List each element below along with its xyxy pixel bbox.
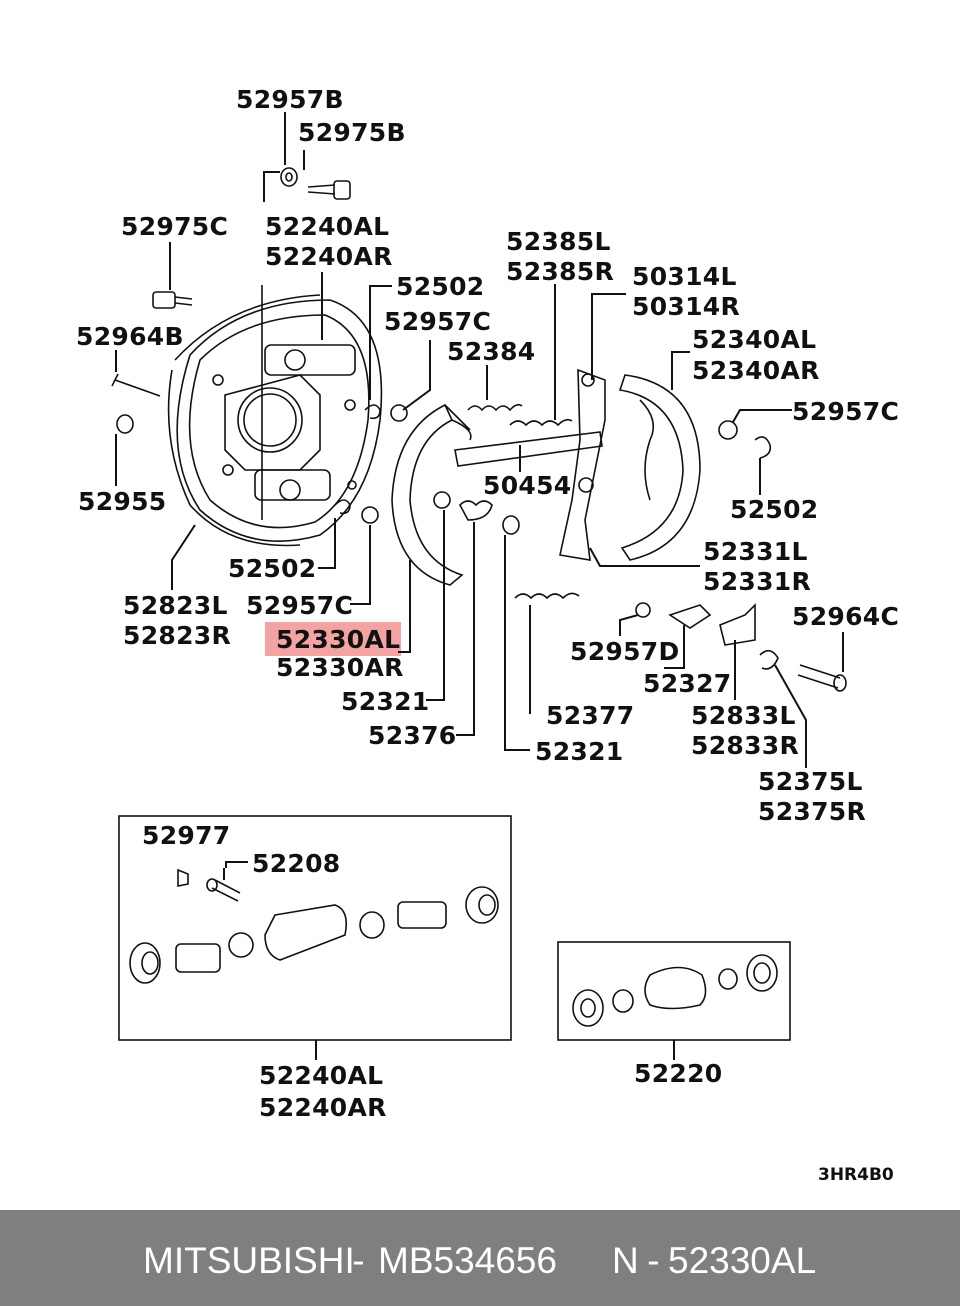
footer-brand: MITSUBISHI xyxy=(143,1240,355,1281)
label-50314R[interactable]: 50314R xyxy=(632,292,740,321)
label-52385R[interactable]: 52385R xyxy=(506,257,614,286)
footer-prefix: N xyxy=(612,1240,639,1281)
label-52957C-right[interactable]: 52957C xyxy=(792,397,899,426)
label-50314L[interactable]: 50314L xyxy=(632,262,737,291)
label-52240AL-bottom[interactable]: 52240AL xyxy=(259,1061,383,1090)
label-52240AL-top[interactable]: 52240AL xyxy=(265,212,389,241)
label-52975B[interactable]: 52975B xyxy=(298,118,406,147)
label-52377[interactable]: 52377 xyxy=(546,701,634,730)
repair-kit-box xyxy=(557,941,791,1060)
label-52975C[interactable]: 52975C xyxy=(121,212,228,241)
footer-ref: 52330AL xyxy=(668,1240,817,1281)
label-52340AL[interactable]: 52340AL xyxy=(692,325,816,354)
label-52330AL-selected[interactable]: 52330AL xyxy=(276,625,400,654)
brake-shoe-left-drawing xyxy=(334,403,472,586)
label-52376[interactable]: 52376 xyxy=(368,721,456,750)
label-52375L[interactable]: 52375L xyxy=(758,767,863,796)
backing-plate-drawing xyxy=(167,285,383,547)
label-52957B[interactable]: 52957B xyxy=(236,85,344,114)
label-52331R[interactable]: 52331R xyxy=(703,567,811,596)
springs-and-adjuster xyxy=(433,403,603,600)
label-52330AR[interactable]: 52330AR xyxy=(276,653,404,682)
label-52375R[interactable]: 52375R xyxy=(758,797,866,826)
diagram-code: 3HR4B0 xyxy=(818,1165,894,1185)
label-52502-top[interactable]: 52502 xyxy=(396,272,484,301)
parts-diagram: 52957B 52975B 52975C 52240AL 52240AR 525… xyxy=(76,85,899,1185)
label-52957C-mid[interactable]: 52957C xyxy=(384,307,491,336)
lever-and-brake-shoe-right xyxy=(559,368,772,561)
label-52321-right[interactable]: 52321 xyxy=(535,737,623,766)
label-52208[interactable]: 52208 xyxy=(252,849,340,878)
label-52964C[interactable]: 52964C xyxy=(792,602,899,631)
label-52502-bottom[interactable]: 52502 xyxy=(228,554,316,583)
label-52964B[interactable]: 52964B xyxy=(76,322,184,351)
wheel-cylinder-assembly-box xyxy=(118,815,512,1060)
label-52977[interactable]: 52977 xyxy=(142,821,230,850)
label-52957D[interactable]: 52957D xyxy=(570,637,680,666)
selected-part-highlight xyxy=(265,622,401,656)
label-52833R[interactable]: 52833R xyxy=(691,731,799,760)
label-52384[interactable]: 52384 xyxy=(447,337,535,366)
label-52385L[interactable]: 52385L xyxy=(506,227,611,256)
label-52331L[interactable]: 52331L xyxy=(703,537,808,566)
label-50454[interactable]: 50454 xyxy=(483,471,571,500)
part-labels: 52957B 52975B 52975C 52240AL 52240AR 525… xyxy=(76,85,899,1185)
label-52955[interactable]: 52955 xyxy=(78,487,166,516)
footer-separator-2: - xyxy=(637,1240,670,1281)
exploded-view-svg: 52957B 52975B 52975C 52240AL 52240AR 525… xyxy=(76,85,899,1185)
label-52321-left[interactable]: 52321 xyxy=(341,687,429,716)
label-52502-right[interactable]: 52502 xyxy=(730,495,818,524)
footer-bar: MITSUBISHI - MB534656 N - 52330AL xyxy=(0,1210,960,1306)
label-52220[interactable]: 52220 xyxy=(634,1059,722,1088)
footer-separator: - xyxy=(342,1240,375,1281)
label-52327[interactable]: 52327 xyxy=(643,669,731,698)
label-52240AR-top[interactable]: 52240AR xyxy=(265,242,393,271)
hardware-top-left xyxy=(111,167,351,434)
label-52240AR-bottom[interactable]: 52240AR xyxy=(259,1093,387,1122)
footer-part-number: MB534656 xyxy=(378,1240,557,1281)
label-52957C-bottom[interactable]: 52957C xyxy=(246,591,353,620)
label-52823R[interactable]: 52823R xyxy=(123,621,231,650)
hardware-lower-right xyxy=(635,602,847,692)
label-52833L[interactable]: 52833L xyxy=(691,701,796,730)
label-52823L[interactable]: 52823L xyxy=(123,591,228,620)
label-52340AR[interactable]: 52340AR xyxy=(692,356,820,385)
leader-lines xyxy=(115,112,844,768)
